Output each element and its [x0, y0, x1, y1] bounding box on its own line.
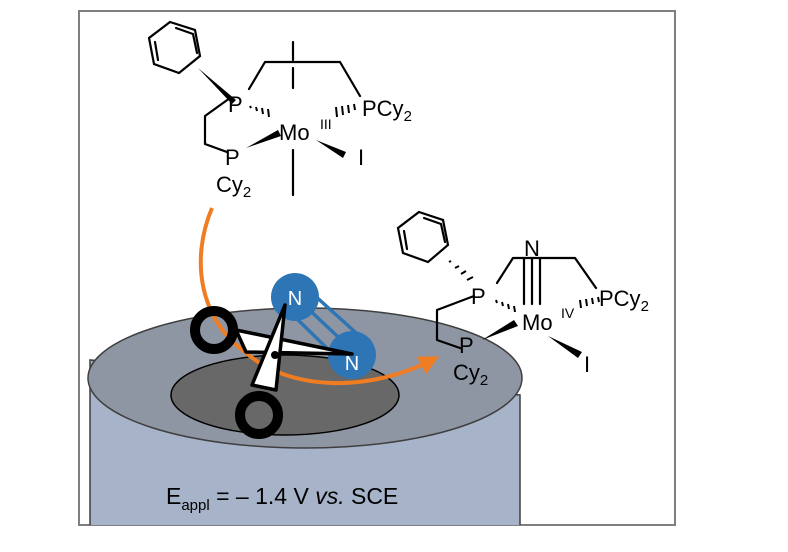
- phenyl-ring-2: [396, 210, 450, 264]
- phenyl-ring-1: [147, 20, 202, 75]
- mo4-p-left: P: [471, 284, 486, 309]
- mo3-metal: Mo: [279, 120, 310, 145]
- mo3-pcy2-right: PCy2: [362, 96, 412, 125]
- mo3-cy2: Cy2: [216, 172, 251, 201]
- mo3-iodide-right: I: [358, 145, 364, 170]
- mo4-oxidation-state: IV: [561, 305, 575, 321]
- mo4-cy2: Cy2: [453, 360, 488, 389]
- molybdenum-iv-nitride-complex: N P Mo IV PCy2 P Cy2 I: [396, 210, 649, 389]
- nitrogen-atom-2-label: N: [345, 353, 359, 375]
- mo3-oxidation-state: III: [320, 116, 332, 132]
- mo4-nitride: N: [524, 236, 540, 261]
- mo3-p-bottom: P: [225, 145, 240, 170]
- scissors-icon: [190, 303, 354, 439]
- mo3-p-left: P: [228, 92, 243, 117]
- molybdenum-iii-complex: P Mo III PCy2 P Cy2 I: [147, 20, 412, 201]
- mo4-metal: Mo: [522, 310, 553, 335]
- applied-potential-label: Eappl = – 1.4 V vs. SCE: [166, 483, 398, 514]
- mo4-pcy2-right: PCy2: [599, 286, 649, 315]
- mo4-iodide: I: [584, 352, 590, 377]
- mo4-p-bottom: P: [459, 333, 474, 358]
- nitrogen-atom-1-label: N: [288, 288, 302, 310]
- electrode: [87, 307, 523, 525]
